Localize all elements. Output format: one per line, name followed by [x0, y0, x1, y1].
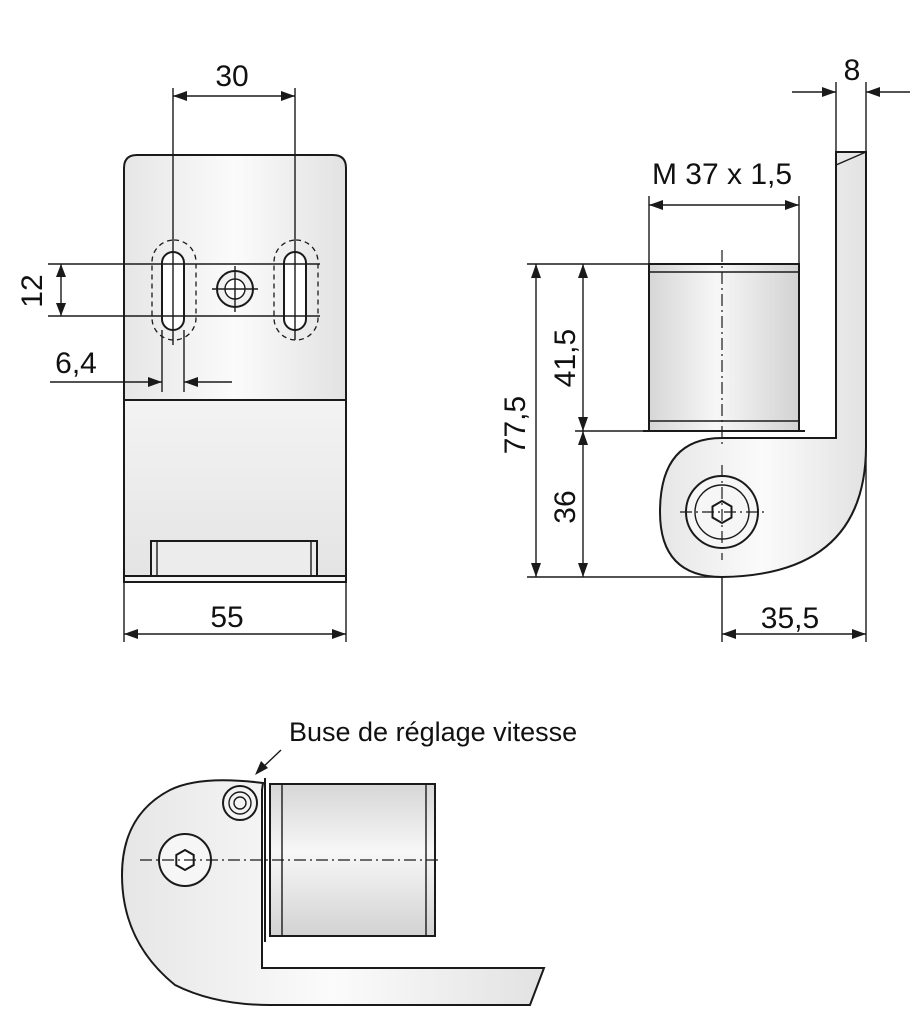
dim-lower-height: 36 [549, 490, 582, 523]
side-housing [658, 151, 867, 579]
top-housing [120, 779, 546, 1006]
top-view: Buse de réglage vitesse [120, 717, 577, 1006]
dim-slot-spacing: 30 [215, 60, 248, 93]
side-view: 8 M 37 x 1,5 77,5 41,5 36 35,5 [499, 54, 910, 642]
speed-nozzle-label: Buse de réglage vitesse [289, 717, 577, 747]
right-slot-outline [273, 239, 319, 341]
speed-nozzle [222, 785, 258, 821]
front-base [123, 575, 347, 583]
dim-slot-width: 6,4 [55, 347, 97, 380]
dim-total-height: 77,5 [499, 396, 532, 454]
front-view: 30 12 6,4 55 [16, 60, 347, 642]
dim-pivot-offset: 35,5 [761, 602, 819, 635]
dim-slot-height: 12 [16, 274, 49, 307]
front-recess [150, 540, 318, 577]
dim-plate-thickness: 8 [844, 54, 861, 87]
left-slot-outline [151, 239, 197, 341]
dim-thread-spec: M 37 x 1,5 [652, 158, 792, 191]
side-thread-cylinder [648, 263, 800, 432]
dim-front-width: 55 [210, 601, 243, 634]
dim-thread-height: 41,5 [549, 329, 582, 387]
